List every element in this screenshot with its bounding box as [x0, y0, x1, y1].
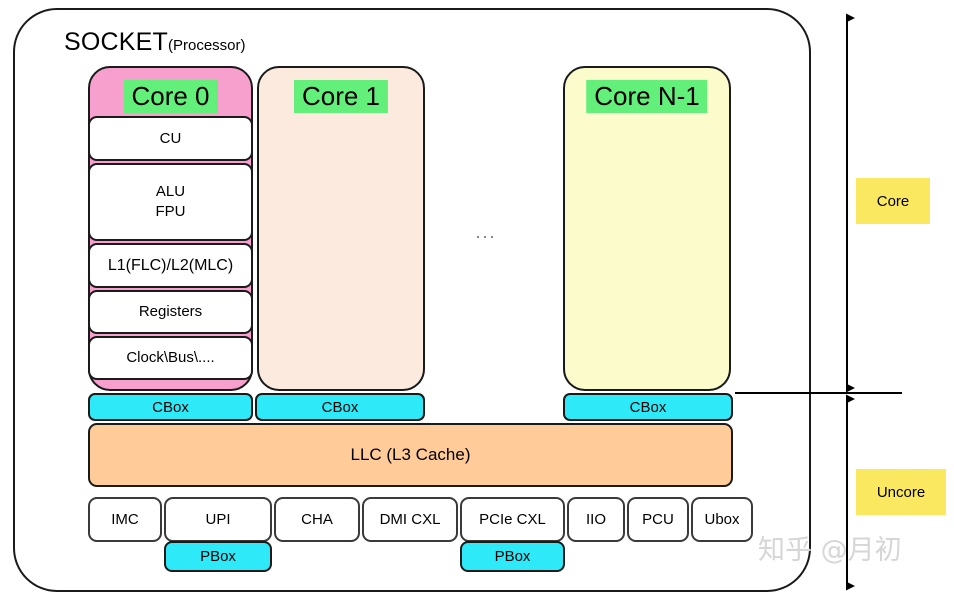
socket-boundary	[13, 8, 811, 592]
side-label-core-text: Core	[876, 192, 910, 210]
core-1-label: Core 1	[293, 80, 389, 113]
uncore-cell-pcie-cxl-label: PCIe CXL	[479, 511, 546, 528]
uncore-cell-pcu-label: PCU	[642, 511, 674, 528]
cbox-core-n-1-label: CBox	[629, 398, 667, 416]
pbox-upi[interactable]: PBox	[164, 541, 272, 572]
core-0-block-registers-label: Registers	[138, 303, 203, 320]
cbox-core-0[interactable]: CBox	[88, 393, 253, 421]
uncore-cell-dmi-cxl-label: DMI CXL	[379, 511, 441, 528]
core-0-block-alu-fpu[interactable]: ALU FPU	[88, 163, 253, 241]
socket-title: SOCKET(Processor)	[64, 27, 246, 61]
pbox-pcie-cxl-label: PBox	[494, 548, 531, 565]
uncore-cell-dmi-cxl[interactable]: DMI CXL	[362, 497, 458, 542]
uncore-cell-upi-label: UPI	[205, 511, 231, 528]
side-label-uncore-text: Uncore	[876, 483, 926, 501]
llc-l3-cache[interactable]: LLC (L3 Cache)	[88, 423, 733, 487]
uncore-cell-imc-label: IMC	[111, 511, 139, 528]
cbox-core-1[interactable]: CBox	[255, 393, 425, 421]
uncore-cell-ubox[interactable]: Ubox	[691, 497, 753, 542]
uncore-cell-iio-label: IIO	[585, 511, 606, 528]
uncore-cell-cha-label: CHA	[301, 511, 333, 528]
uncore-cell-upi[interactable]: UPI	[164, 497, 272, 542]
core-0-block-clock-bus-label: Clock\Bus\....	[126, 349, 215, 366]
core-0-block-cu[interactable]: CU	[88, 116, 253, 161]
cbox-core-n-1[interactable]: CBox	[563, 393, 733, 421]
pbox-pcie-cxl[interactable]: PBox	[460, 541, 565, 572]
core-0-block-clock-bus[interactable]: Clock\Bus\....	[88, 336, 253, 380]
core-0-block-registers[interactable]: Registers	[88, 290, 253, 334]
uncore-cell-cha[interactable]: CHA	[274, 497, 360, 542]
llc-label: LLC (L3 Cache)	[350, 445, 471, 464]
core-0-block-alu-label: ALU	[155, 183, 186, 200]
uncore-cell-imc[interactable]: IMC	[88, 497, 162, 542]
socket-title-subtitle: (Processor)	[168, 37, 246, 54]
core-0-label: Core 0	[123, 80, 218, 113]
watermark: 知乎 @月初	[758, 535, 902, 566]
cores-ellipsis: ...	[475, 222, 497, 242]
side-label-uncore: Uncore	[856, 469, 946, 515]
uncore-cell-pcu[interactable]: PCU	[627, 497, 689, 542]
cbox-core-0-label: CBox	[152, 398, 189, 416]
core-n-1-column[interactable]: Core N-1	[563, 66, 731, 391]
pbox-upi-label: PBox	[200, 548, 236, 565]
core-1-column[interactable]: Core 1	[257, 66, 425, 391]
uncore-cell-ubox-label: Ubox	[704, 511, 740, 528]
core-0-block-l1-l2-label: L1(FLC)/L2(MLC)	[107, 256, 234, 274]
core-0-block-cu-label: CU	[159, 129, 182, 147]
uncore-cell-pcie-cxl[interactable]: PCIe CXL	[460, 497, 565, 542]
core-uncore-scale	[735, 13, 902, 591]
core-0-block-l1-l2[interactable]: L1(FLC)/L2(MLC)	[88, 243, 253, 288]
core-n-1-label: Core N-1	[586, 80, 708, 113]
core-0-block-fpu-label: FPU	[155, 203, 186, 220]
socket-title-main: SOCKET	[64, 28, 168, 56]
uncore-cell-iio[interactable]: IIO	[567, 497, 625, 542]
cbox-core-1-label: CBox	[321, 398, 359, 416]
side-label-core: Core	[856, 178, 930, 224]
